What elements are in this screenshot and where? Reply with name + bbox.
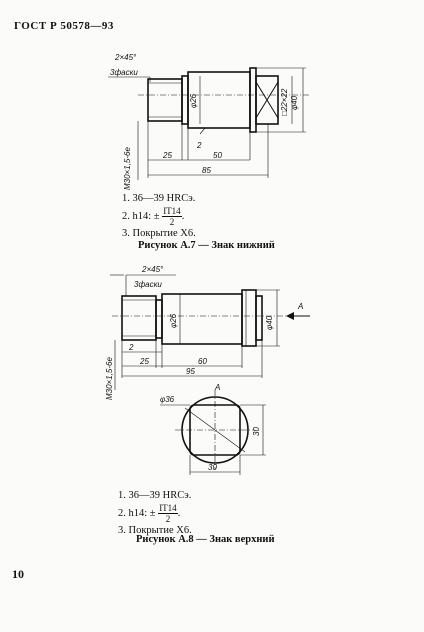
fig1-dim-85: 85 — [202, 166, 211, 175]
fig1-dim-2: 2 — [196, 141, 202, 150]
fig2-note-3: 3. Покрытие Х6. — [118, 525, 192, 536]
fig1-square-label: □22×22 — [280, 88, 289, 116]
fig1-dim-50: 50 — [213, 151, 222, 160]
fig1-thread-label: М30×1,5-6е — [123, 147, 132, 190]
fig1-chamfer-count-label: 3фаски — [110, 68, 138, 77]
fig2-caption: Рисунок А.8 — Знак верхний — [136, 534, 275, 545]
page-header: ГОСТ Р 50578—93 — [14, 20, 114, 32]
fig1-caption: Рисунок А.7 — Знак нижний — [138, 240, 275, 251]
fig1-chamfer-label: 2×45° — [114, 53, 137, 62]
fig2-notes: 1. 36—39 HRCэ. 2. h14: ± IT14 2 . 3. Пок… — [118, 489, 192, 538]
fig2-fraction: IT14 2 — [158, 503, 178, 524]
fig1-diameter-inner-label: φ26 — [189, 93, 198, 108]
fig2-note-2: 2. h14: ± IT14 2 . — [118, 503, 181, 524]
fig1-note-1: 1. 36—39 HRCэ. — [122, 193, 196, 204]
fig1-dim-25: 25 — [162, 151, 172, 160]
fig1-thread-section — [147, 78, 183, 122]
fig2-note-1: 1. 36—39 HRCэ. — [118, 490, 192, 501]
page-number: 10 — [12, 567, 24, 581]
fig1-notes: 1. 36—39 HRCэ. 2. h14: ± IT14 2 . 3. Пок… — [122, 192, 196, 241]
fig1-note-3: 3. Покрытие Х6. — [122, 228, 196, 239]
fig1-neck — [181, 75, 189, 125]
fig1-collar — [249, 67, 257, 133]
fig1-diameter-outer-label: φ40 — [290, 95, 299, 110]
fig1-note-2: 2. h14: ± IT14 2 . — [122, 206, 185, 227]
fig1-square-head — [255, 75, 279, 125]
fig1-fraction: IT14 2 — [162, 206, 182, 227]
